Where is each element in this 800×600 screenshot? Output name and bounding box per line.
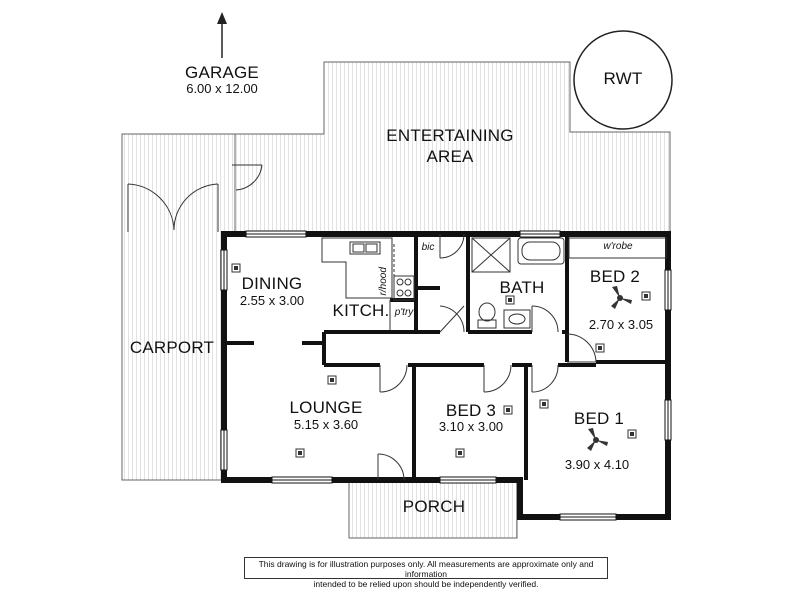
bath-fixtures <box>471 237 565 329</box>
exterior-walls <box>221 231 671 520</box>
toilet <box>477 302 497 329</box>
ceiling-fan-icon <box>611 286 632 309</box>
rwt-label: RWT <box>603 69 643 88</box>
door-swing-icon <box>379 364 408 393</box>
disclaimer-line2: intended to be relied upon should be ind… <box>313 579 539 589</box>
power-points <box>231 263 651 458</box>
wrobe-label: w'robe <box>603 241 633 252</box>
garage-label: GARAGE <box>185 63 259 82</box>
pantry-label: p'try <box>394 307 414 318</box>
window-icon <box>439 476 497 484</box>
lounge-dims: 5.15 x 3.60 <box>293 417 359 432</box>
door-swing-icon <box>566 333 597 363</box>
door-swing-icon <box>439 233 465 259</box>
porch-label: PORCH <box>402 497 466 516</box>
rainwater-tank <box>573 30 673 130</box>
shower <box>471 237 511 273</box>
window-icon <box>664 399 672 441</box>
bath-label: BATH <box>499 278 545 297</box>
power-point-icon <box>505 295 515 305</box>
power-point-icon <box>455 448 465 458</box>
bed1-dims: 3.90 x 4.10 <box>564 457 630 472</box>
bed3-label: BED 3 <box>445 401 497 420</box>
north-arrow-icon <box>217 12 227 58</box>
bathtub <box>517 237 565 265</box>
bed3-dims: 3.10 x 3.00 <box>438 419 504 434</box>
windows <box>220 230 672 521</box>
entertaining-label-line1: ENTERTAINING <box>386 126 514 145</box>
garage-dims: 6.00 x 12.00 <box>186 81 258 96</box>
window-icon <box>664 269 672 311</box>
power-point-icon <box>503 405 513 415</box>
power-point-icon <box>641 291 651 301</box>
entertaining-label-line2: AREA <box>426 147 474 166</box>
door-swing-icon <box>377 453 405 481</box>
power-point-icon <box>539 399 549 409</box>
disclaimer-box: This drawing is for illustration purpose… <box>244 557 608 589</box>
power-point-icon <box>327 375 337 385</box>
dining-label: DINING <box>241 274 303 293</box>
window-icon <box>559 513 617 521</box>
bed2-label: BED 2 <box>589 267 641 286</box>
ceiling-fan-icon <box>587 428 608 451</box>
window-icon <box>220 429 228 471</box>
lounge-label: LOUNGE <box>289 398 363 417</box>
vanity <box>503 309 531 329</box>
dining-dims: 2.55 x 3.00 <box>239 293 305 308</box>
kitchen-label: KITCH. <box>332 301 390 320</box>
bed1-label: BED 1 <box>573 409 625 428</box>
window-icon <box>245 230 307 238</box>
power-point-icon <box>627 429 637 439</box>
window-icon <box>271 476 333 484</box>
door-swing-icon <box>439 305 465 333</box>
porch-area <box>348 481 518 539</box>
door-swing-icon <box>531 305 559 333</box>
window-icon <box>519 230 561 238</box>
window-icon <box>220 249 228 291</box>
wardrobe <box>568 237 667 259</box>
door-swings <box>377 233 597 481</box>
door-swing-icon <box>483 364 512 393</box>
door-swing-icon <box>531 364 559 393</box>
rhood-label: r/hood <box>377 267 389 296</box>
carport-gate-swings <box>127 164 263 232</box>
kitchen-fixtures <box>321 237 415 330</box>
bed2-dims: 2.70 x 3.05 <box>588 317 654 332</box>
cooktop <box>393 275 415 301</box>
bic-label: bic <box>421 242 435 253</box>
disclaimer-line1: This drawing is for illustration purpose… <box>258 559 594 579</box>
kitchen-sink <box>349 241 381 255</box>
power-point-icon <box>231 263 241 273</box>
carport-label: CARPORT <box>129 338 215 357</box>
power-point-icon <box>295 448 305 458</box>
power-point-icon <box>595 343 605 353</box>
